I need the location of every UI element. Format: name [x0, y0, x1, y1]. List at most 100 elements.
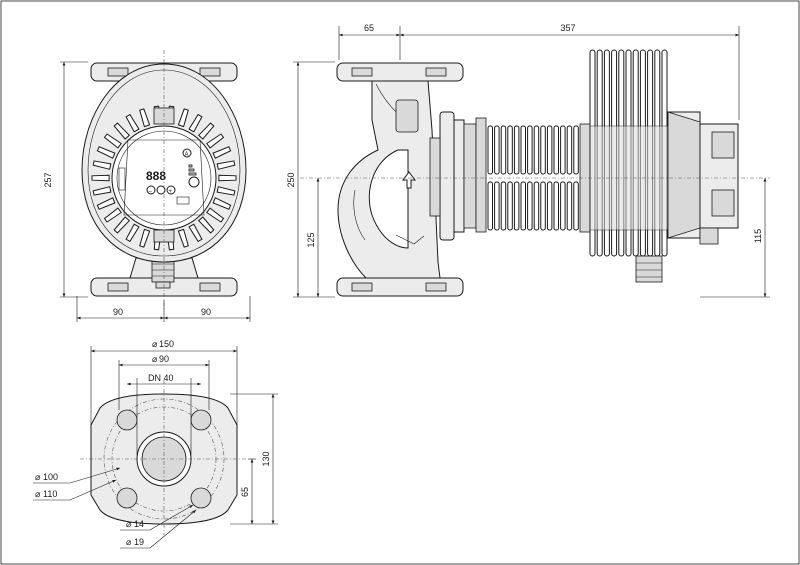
fin	[125, 113, 140, 133]
side-view	[300, 49, 770, 297]
fin	[113, 122, 131, 140]
side-cable-gland	[635, 255, 663, 283]
flange-dimensions: ⌀ 150 ⌀ 90 DN 40 ⌀ 100 ⌀ 110 ⌀ 14 ⌀ 19	[33, 339, 278, 549]
rib	[513, 125, 520, 175]
fin	[91, 174, 110, 182]
dim-front-left: 90	[113, 307, 123, 317]
fin	[212, 197, 232, 210]
dim-flange-outer: 150	[159, 339, 174, 349]
rib	[494, 125, 500, 175]
dim-motor-axis: 115	[753, 229, 763, 243]
rib	[546, 181, 553, 231]
front-dimensions: 257 90 90	[43, 61, 251, 322]
dia-symbol-14: ⌀	[126, 519, 132, 529]
fin	[139, 228, 151, 248]
rib	[520, 181, 526, 231]
rib	[560, 125, 566, 175]
dia-symbol-19: ⌀	[126, 537, 132, 547]
dia-symbol-100: ⌀	[35, 472, 41, 482]
side-stator-ribs	[487, 125, 579, 231]
dim-front-height: 257	[43, 172, 53, 187]
dim-bolt-circle-a: 100	[43, 472, 58, 482]
fin	[188, 113, 203, 133]
rib	[507, 125, 513, 175]
fin	[177, 228, 189, 248]
fin	[96, 197, 116, 210]
rib	[513, 181, 520, 231]
dia-symbol-90: ⌀	[152, 354, 158, 364]
dim-side-axis: 125	[306, 232, 316, 247]
rib	[573, 181, 579, 231]
rib	[553, 181, 559, 231]
front-view: 888 – + A	[81, 50, 247, 310]
fin	[113, 216, 131, 234]
dim-bolt-circle-b: 110	[43, 489, 57, 499]
side-dimensions: 65 357 250 125 115	[286, 23, 770, 298]
fin	[206, 133, 225, 149]
rib	[520, 125, 526, 175]
rib	[507, 181, 513, 231]
flange-view	[80, 380, 248, 535]
dim-side-height: 250	[286, 172, 296, 187]
fin	[92, 160, 112, 170]
rib	[540, 181, 546, 231]
fin	[92, 186, 112, 196]
front-cooling-fins	[91, 105, 237, 251]
side-motor-flange	[439, 111, 455, 241]
fin	[177, 108, 189, 128]
fin	[139, 108, 151, 128]
dim-hole-a: 14	[134, 519, 144, 529]
fin	[218, 174, 237, 182]
front-control-panel: 888 – + A	[118, 139, 205, 216]
dim-side-inlet: 65	[364, 23, 374, 33]
fin	[103, 207, 122, 223]
display-digits: 888	[146, 169, 166, 183]
bolt-hole-bl	[116, 487, 138, 509]
rib	[566, 125, 573, 175]
fin	[216, 186, 236, 196]
rib	[533, 125, 540, 175]
fin	[197, 122, 215, 140]
fin	[216, 160, 236, 170]
rib	[500, 125, 507, 175]
rib	[546, 125, 553, 175]
flow-arrow	[402, 171, 416, 189]
bolt-hole-tr	[190, 409, 212, 431]
dim-flange-nominal: DN 40	[148, 373, 174, 383]
fin	[103, 133, 122, 149]
fin	[212, 146, 232, 159]
fin	[188, 223, 203, 243]
dim-side-length: 357	[560, 23, 575, 33]
svg-text:–: –	[149, 189, 153, 195]
rib	[494, 181, 500, 231]
dim-hole-b: 19	[134, 537, 144, 547]
bolt-hole-br	[190, 487, 212, 509]
dim-flange-inner: 90	[159, 354, 169, 364]
dim-front-right: 90	[201, 307, 211, 317]
side-cooling-fins	[589, 49, 671, 257]
rib	[500, 181, 507, 231]
fin	[206, 207, 225, 223]
bolt-hole-tl	[116, 409, 138, 431]
dim-flange-half: 65	[240, 487, 250, 497]
fin	[96, 146, 116, 159]
rib	[540, 125, 546, 175]
indicator-label: A	[185, 152, 189, 158]
rib	[533, 181, 540, 231]
rib	[527, 181, 533, 231]
rib	[566, 181, 573, 231]
dim-flange-height: 130	[261, 451, 271, 466]
dia-symbol-150: ⌀	[152, 339, 158, 349]
fin	[125, 223, 140, 243]
dia-symbol-110: ⌀	[35, 489, 41, 499]
rib	[560, 181, 566, 231]
fin	[197, 216, 215, 234]
rib	[527, 125, 533, 175]
rib	[487, 125, 493, 175]
rib	[487, 181, 493, 231]
rib	[573, 125, 579, 175]
svg-text:+: +	[169, 189, 173, 195]
rib	[553, 125, 559, 175]
